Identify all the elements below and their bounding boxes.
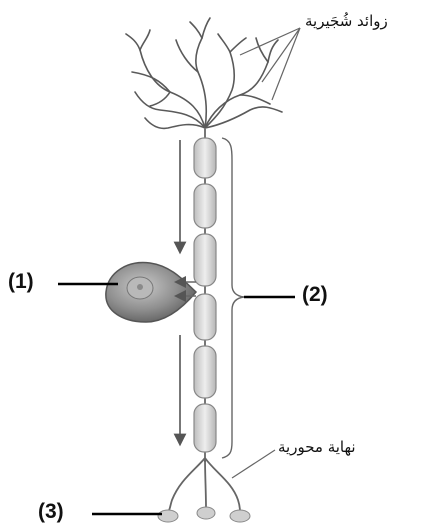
axon-bracket	[222, 138, 244, 458]
myelin-sheath	[194, 138, 216, 452]
cell-body	[106, 263, 196, 322]
label-2: (2)	[302, 283, 328, 307]
dendrites-label: زوائد شُجَيرية	[305, 12, 388, 30]
label-1: (1)	[8, 270, 34, 294]
axon-terminal-leader	[232, 450, 275, 478]
dendrites	[126, 18, 282, 128]
label-3: (3)	[38, 500, 64, 524]
dendrites-leader-lines	[240, 28, 300, 100]
terminal-bulbs	[158, 507, 250, 522]
axon-terminals	[168, 458, 240, 512]
axon-terminal-label: نهاية محورية	[278, 438, 356, 456]
